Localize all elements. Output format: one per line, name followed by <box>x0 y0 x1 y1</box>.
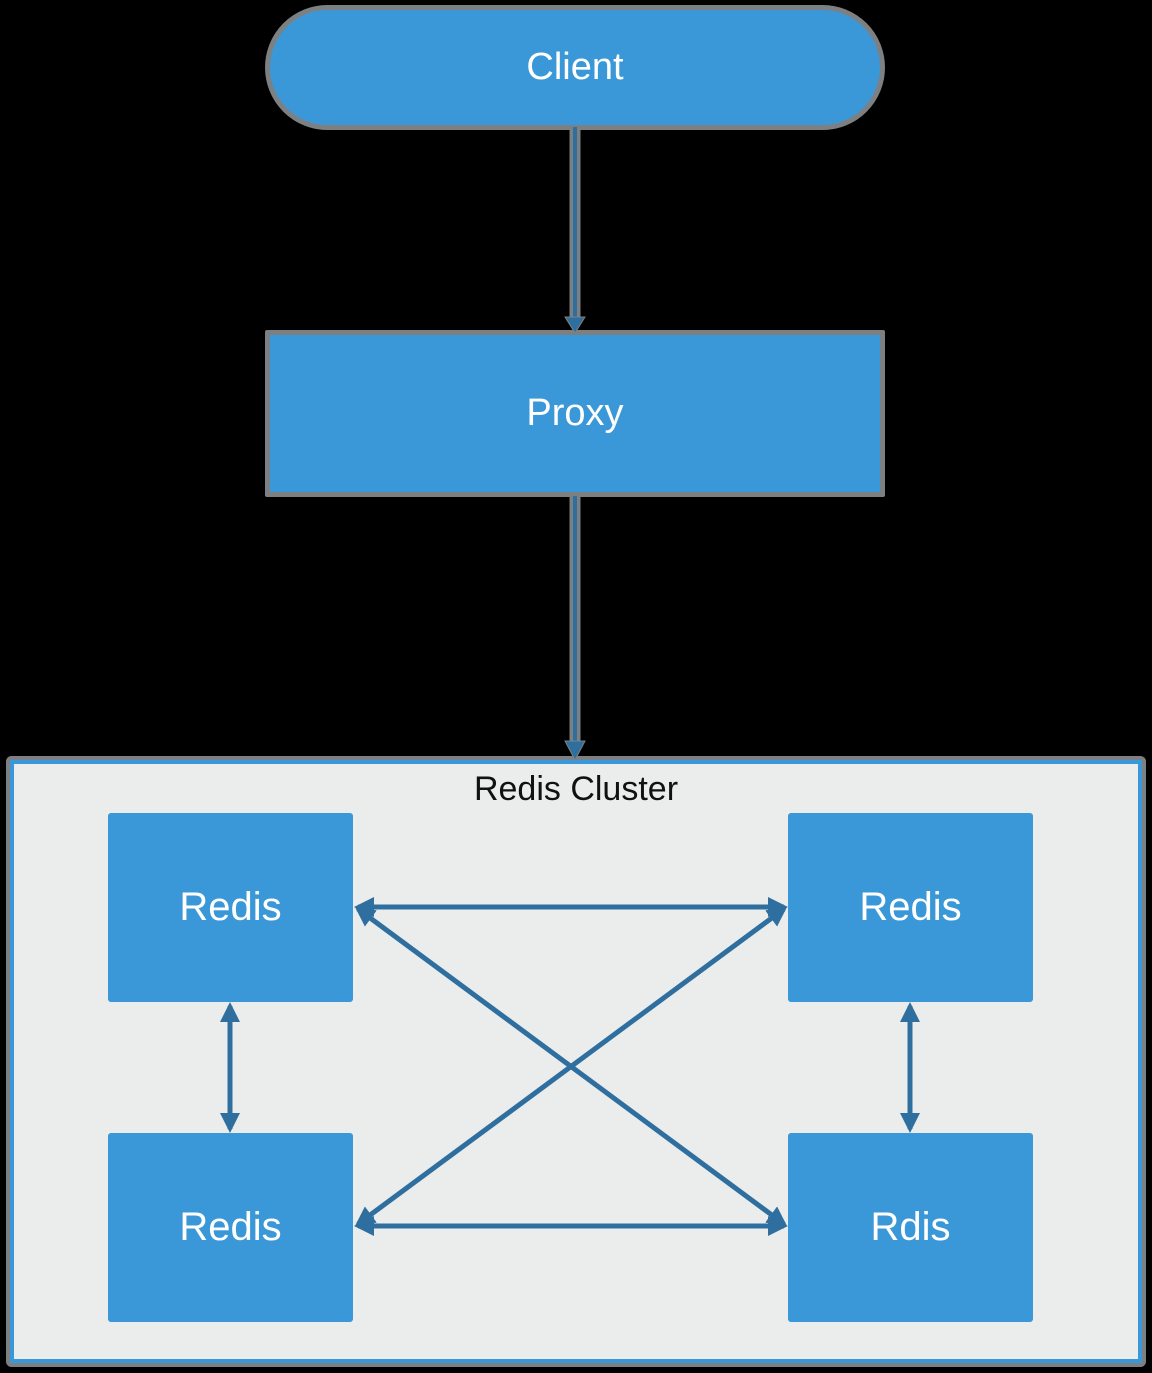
redis-cluster-title: Redis Cluster <box>473 770 679 808</box>
proxy-node: Proxy <box>265 330 885 497</box>
redis-node-label: Redis <box>859 885 962 929</box>
redis-node-label: Rdis <box>870 1205 951 1249</box>
edge-proxy-to-cluster <box>564 496 586 762</box>
edge-client-to-proxy <box>564 127 586 334</box>
redis-node-top-right: Redis <box>788 813 1033 1002</box>
redis-node-label: Redis <box>179 1205 282 1249</box>
proxy-node-label: Proxy <box>526 392 624 434</box>
redis-node-top-left: Redis <box>108 813 353 1002</box>
client-node: Client <box>265 5 885 130</box>
redis-node-label: Redis <box>179 885 282 929</box>
redis-node-bottom-left: Redis <box>108 1133 353 1322</box>
redis-node-bottom-right: Rdis <box>788 1133 1033 1322</box>
client-node-label: Client <box>526 46 624 88</box>
